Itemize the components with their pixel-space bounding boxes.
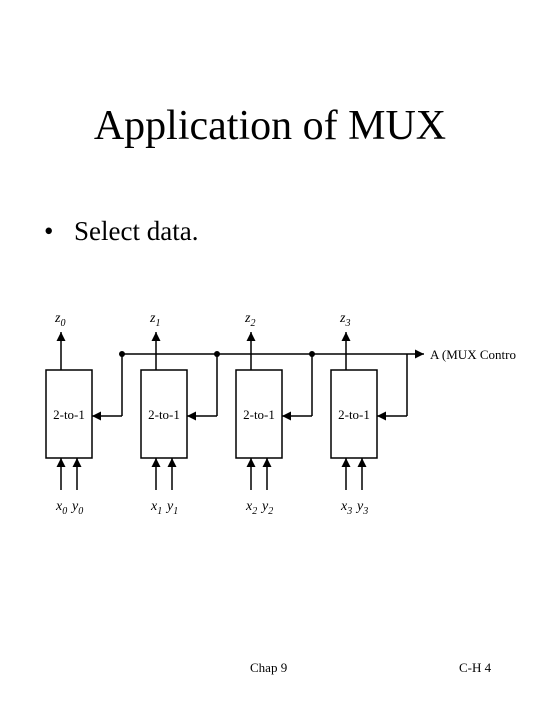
- output-label: z3: [339, 311, 350, 329]
- input-label: x1: [150, 499, 162, 517]
- input-label: y0: [70, 499, 83, 517]
- input-label: x3: [340, 499, 352, 517]
- slide-title: Application of MUX: [93, 103, 447, 149]
- control-label: A (MUX Control): [430, 347, 516, 362]
- mux-label: 2-to-1: [243, 407, 275, 422]
- footer-page: C-H 4: [459, 660, 492, 675]
- bullet-item: • Select data.: [44, 214, 198, 248]
- mux-label: 2-to-1: [338, 407, 370, 422]
- junction-dot: [214, 351, 220, 357]
- mux-label: 2-to-1: [148, 407, 180, 422]
- input-label: x2: [245, 499, 257, 517]
- mux-label: 2-to-1: [53, 407, 85, 422]
- input-label: x0: [55, 499, 67, 517]
- input-label: y1: [165, 499, 178, 517]
- output-label: z0: [54, 311, 65, 329]
- junction-dot: [119, 351, 125, 357]
- bullet-dot: •: [44, 216, 54, 246]
- bullet-text: Select data.: [74, 216, 199, 246]
- footer-chapter: Chap 9: [250, 660, 288, 675]
- input-label: y2: [260, 499, 273, 517]
- output-label: z2: [244, 311, 255, 329]
- junction-dot: [309, 351, 315, 357]
- output-label: z1: [149, 311, 160, 329]
- input-label: y3: [355, 499, 368, 517]
